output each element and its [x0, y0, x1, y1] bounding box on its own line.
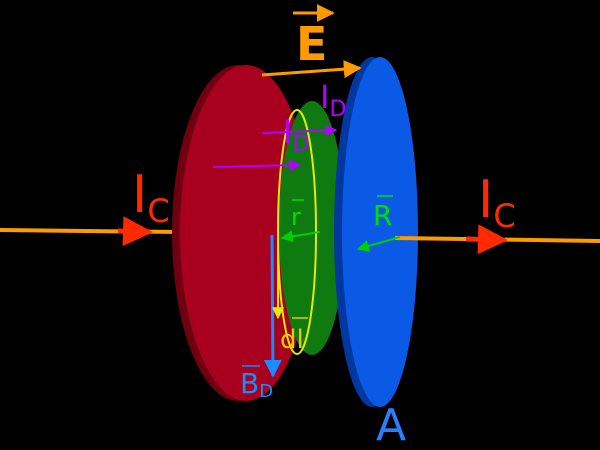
path-element-label: dl: [280, 325, 304, 355]
big-radius-label: R: [373, 199, 392, 232]
current-arrow-left: [117, 216, 153, 247]
current-label-left-sub: C: [147, 192, 169, 230]
magnetic-label: BD: [240, 367, 273, 402]
magnetic-arrow: [263, 234, 282, 378]
e-field-label: E: [296, 17, 327, 71]
wire-left: [0, 228, 179, 234]
magnetic-label-main: B: [240, 367, 259, 400]
displacement-label-top-sub: D: [329, 97, 346, 122]
current-arrow-right: [465, 224, 508, 255]
right-plate: [342, 57, 418, 407]
current-label-right-main: I: [478, 170, 493, 230]
current-label-left: IC: [132, 165, 170, 230]
displacement-arrow-top: [261, 124, 338, 137]
small-radius-arrow: [280, 230, 321, 243]
displacement-arrow-mid: [212, 159, 302, 172]
displacement-label-mid: ID: [283, 113, 309, 157]
magnetic-label-sub: D: [259, 381, 273, 402]
small-radius-label: r: [291, 203, 301, 231]
e-field-arrow: [261, 60, 362, 79]
area-label: A: [376, 400, 406, 450]
displacement-label-top: ID: [320, 78, 346, 122]
displacement-label-mid-sub: D: [292, 132, 309, 157]
current-label-right-sub: C: [493, 197, 515, 235]
current-label-left-main: I: [132, 165, 147, 225]
displacement-label-top-main: I: [320, 78, 329, 116]
big-radius-arrow: [356, 236, 401, 252]
displacement-label-mid-main: I: [283, 113, 292, 151]
current-label-right: IC: [478, 170, 516, 235]
